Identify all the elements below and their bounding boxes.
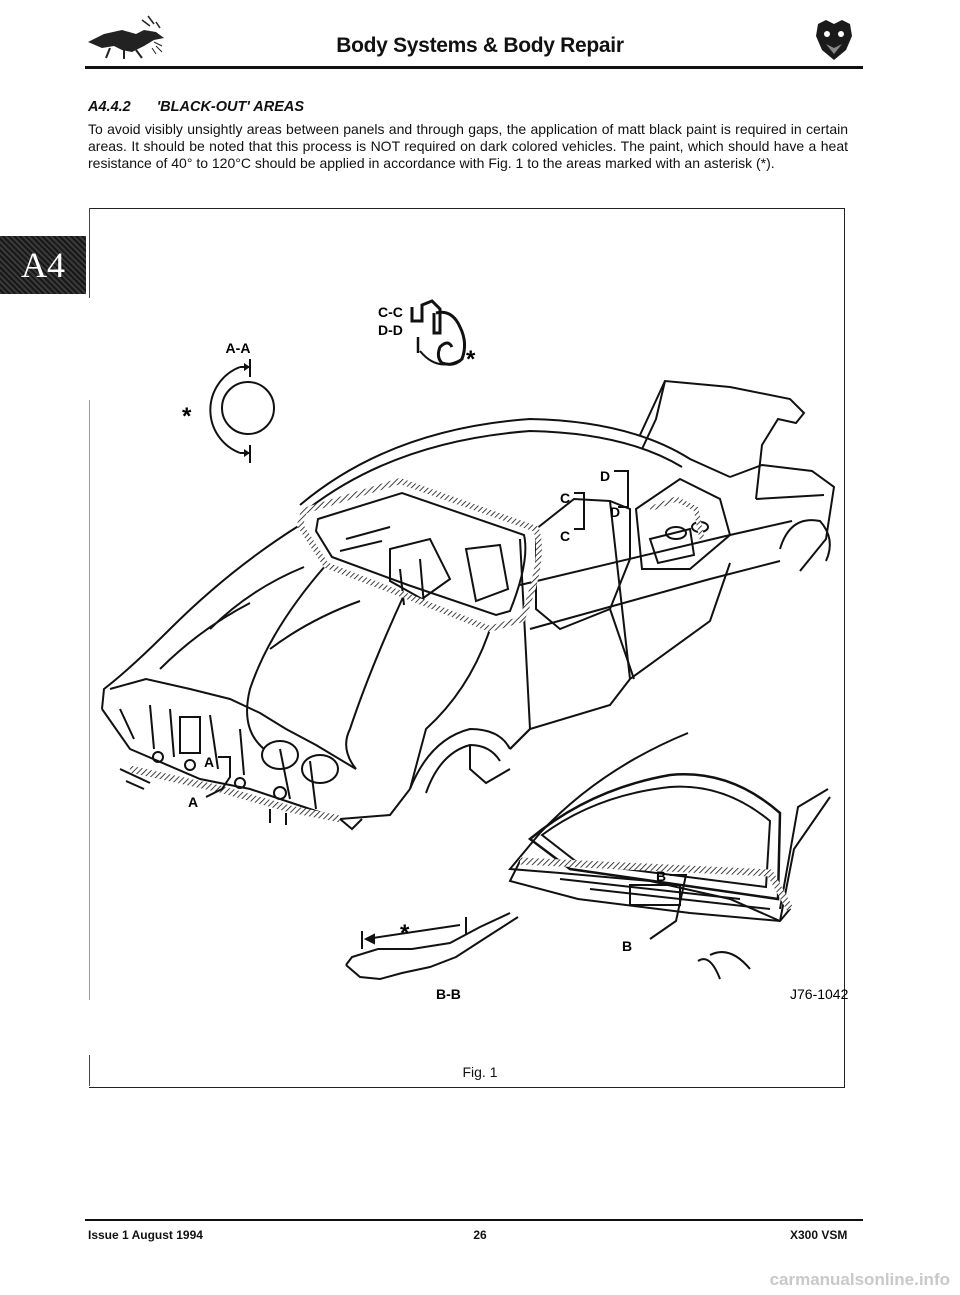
footer-issue: Issue 1 August 1994	[88, 1228, 203, 1242]
footer-page-number: 26	[473, 1228, 487, 1242]
label-section-aa: A-A	[226, 340, 251, 356]
asterisk-marker-bb: *	[400, 920, 410, 947]
label-section-bb: B-B	[436, 986, 461, 1002]
section-bb-detail	[345, 912, 519, 981]
marker-a-upper: A	[204, 754, 214, 770]
header-rule	[85, 66, 863, 69]
section-heading: A4.4.2 'BLACK-OUT' AREAS	[88, 99, 304, 115]
section-number: A4.4.2	[88, 99, 131, 115]
marker-b-lower: B	[622, 938, 632, 954]
label-section-dd: D-D	[378, 322, 403, 338]
label-section-cc: C-C	[378, 304, 403, 320]
door-seal-hatching	[649, 496, 705, 540]
page-header-title: Body Systems & Body Repair	[336, 34, 624, 57]
marker-b-upper: B	[656, 868, 666, 884]
rear-window-detail	[507, 732, 831, 980]
car-body-shell	[101, 379, 836, 831]
footer-document-code: X300 VSM	[790, 1228, 848, 1242]
figure-frame-left-edge	[89, 400, 90, 1000]
body-paragraph: To avoid visibly unsightly areas between…	[88, 121, 848, 171]
figure-frame-left-edge	[89, 208, 90, 298]
asterisk-marker-seal: *	[466, 346, 476, 373]
marker-d-lower: D	[610, 504, 620, 520]
marker-c-upper: C	[560, 490, 570, 506]
marker-a-lower: A	[188, 794, 198, 810]
leaping-cat-logo-icon	[88, 15, 164, 59]
seal-profile-detail	[410, 299, 467, 366]
footer-rule	[85, 1219, 863, 1221]
section-aa-detail	[209, 359, 275, 463]
asterisk-marker-aa: *	[182, 403, 192, 430]
section-tab-a4[interactable]: A4	[0, 236, 86, 294]
marker-arrows	[205, 470, 688, 940]
figure-frame-left-edge	[89, 1055, 90, 1086]
figure-caption: Fig. 1	[462, 1064, 498, 1080]
watermark-text: carmanualsonline.info	[769, 1270, 950, 1289]
windscreen-seal-hatching	[296, 477, 542, 633]
figure-frame	[89, 208, 845, 1088]
front-valance-hatching	[129, 765, 341, 823]
rear-window-seal-hatching	[519, 857, 794, 911]
section-title: 'BLACK-OUT' AREAS	[156, 99, 305, 115]
jaguar-head-logo-icon	[816, 20, 852, 60]
figure-reference-code: J76-1042	[790, 986, 849, 1002]
marker-c-lower: C	[560, 528, 570, 544]
marker-d-upper: D	[600, 468, 610, 484]
body-shell-illustration: A-A C-C D-D * * * D D C C A A B B B-B J7…	[101, 299, 849, 1002]
